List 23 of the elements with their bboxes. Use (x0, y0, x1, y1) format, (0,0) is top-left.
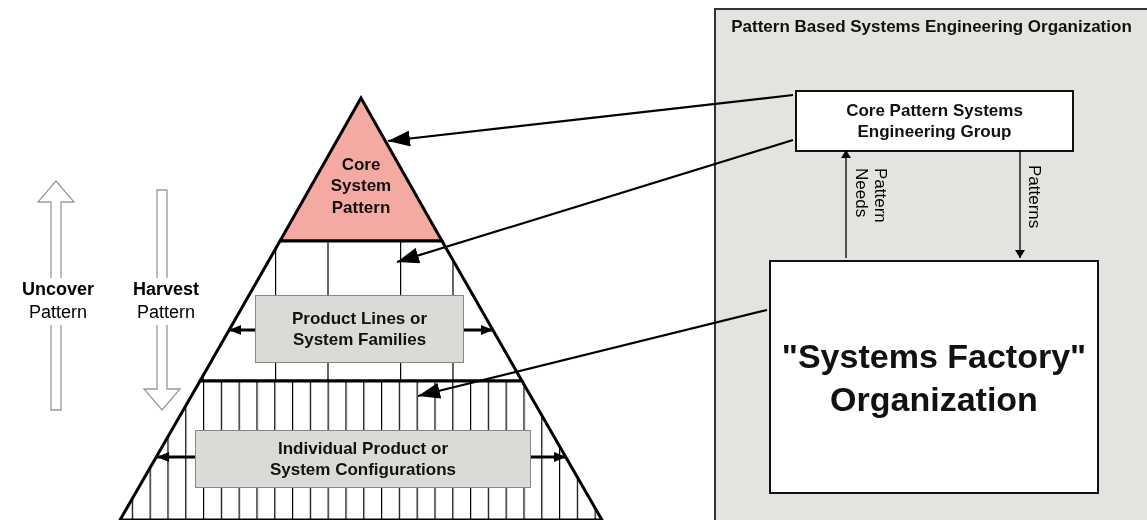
organization-panel (714, 8, 1147, 520)
group-box (795, 90, 1074, 152)
arrow (531, 452, 566, 462)
pyramid-apex (280, 98, 442, 241)
arrow (464, 325, 493, 335)
arrow (1015, 149, 1025, 259)
node-label: "Systems Factory" Organization (780, 335, 1088, 420)
node-label: Product Lines or System Families (290, 307, 429, 351)
tier-box (195, 430, 531, 488)
node-label: Core System Pattern (329, 154, 393, 218)
arrow (841, 149, 851, 259)
arrow (157, 452, 195, 462)
arrow (396, 138, 794, 264)
arrow (229, 325, 255, 335)
pyramid-band (200, 241, 522, 381)
arrow (417, 308, 768, 399)
tier-box (255, 295, 464, 363)
panel-title: Pattern Based Systems Engineering Organization (730, 16, 1133, 38)
node-label: Core Pattern Systems Engineering Group (845, 99, 1024, 143)
pyramid-band (120, 381, 602, 520)
node-label: Individual Product or System Configurations (268, 437, 458, 481)
organization-box (769, 260, 1099, 494)
arrow (387, 93, 794, 147)
